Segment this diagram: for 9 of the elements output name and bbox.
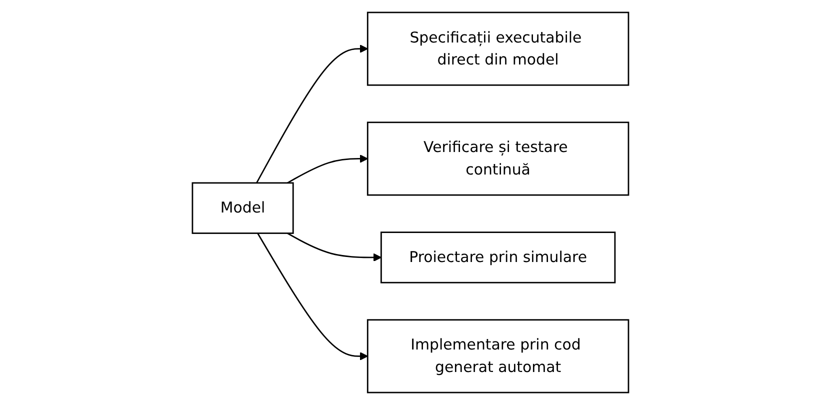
node-box: Implementare prin cod generat automat — [366, 319, 629, 394]
node-box: Proiectare prin simulare — [380, 232, 616, 284]
node-box: Model — [191, 182, 294, 234]
arrow — [256, 44, 368, 184]
arrow — [286, 154, 368, 184]
arrow — [286, 232, 382, 262]
node-box: Verificare și testare continuă — [366, 122, 629, 196]
node-box: Specificații executabile direct din model — [366, 12, 629, 86]
arrow — [256, 232, 368, 360]
